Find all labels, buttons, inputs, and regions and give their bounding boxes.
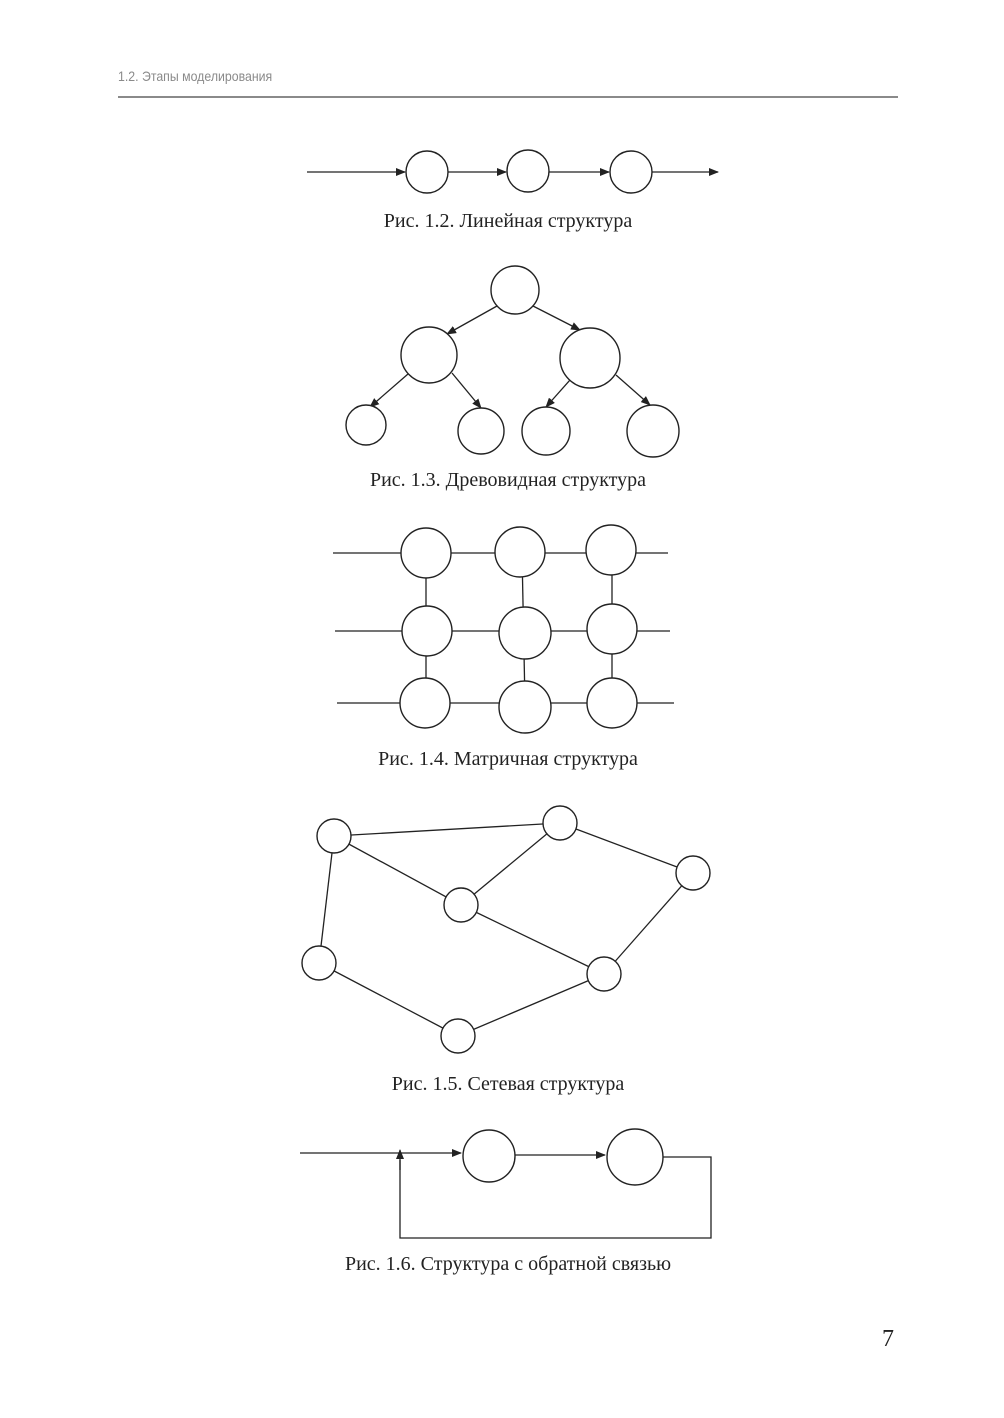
node: [401, 605, 453, 657]
node: [345, 404, 387, 446]
figure-caption: Рис. 1.3. Древовидная структура: [369, 469, 647, 491]
node: [506, 149, 550, 193]
matrix-structure-diagram: [333, 524, 674, 734]
figure-caption: Рис. 1.5. Сетевая структура: [391, 1073, 625, 1095]
figure-caption: Рис. 1.2. Линейная структура: [383, 210, 633, 232]
node: [585, 524, 637, 576]
tree-structure-diagram: [345, 265, 680, 458]
node: [675, 855, 711, 891]
figure-caption: Рис. 1.4. Матричная структура: [378, 748, 638, 770]
node: [462, 1129, 516, 1183]
page-number: 7: [882, 1326, 894, 1352]
node: [606, 1128, 664, 1186]
node: [542, 805, 578, 841]
node: [559, 327, 621, 389]
node: [586, 603, 638, 655]
figure-caption: Рис. 1.6. Структура с обратной связью: [344, 1253, 672, 1275]
node: [626, 404, 680, 458]
linear-structure-diagram: [307, 149, 719, 194]
node: [443, 887, 479, 923]
node: [586, 677, 638, 729]
node: [457, 407, 505, 455]
network-structure-diagram: [301, 805, 711, 1054]
running-header: 1.2. Этапы моделирования: [118, 68, 273, 84]
node: [400, 527, 452, 579]
node: [498, 606, 552, 660]
node: [490, 265, 540, 315]
node: [498, 680, 552, 734]
node: [405, 150, 449, 194]
header-rule: [118, 96, 898, 98]
node: [399, 677, 451, 729]
node: [440, 1018, 476, 1054]
node: [609, 150, 653, 194]
node: [301, 945, 337, 981]
node: [494, 526, 546, 578]
feedback-structure-diagram: [300, 1128, 712, 1239]
node: [586, 956, 622, 992]
node: [400, 326, 458, 384]
node: [521, 406, 571, 456]
node: [316, 818, 352, 854]
